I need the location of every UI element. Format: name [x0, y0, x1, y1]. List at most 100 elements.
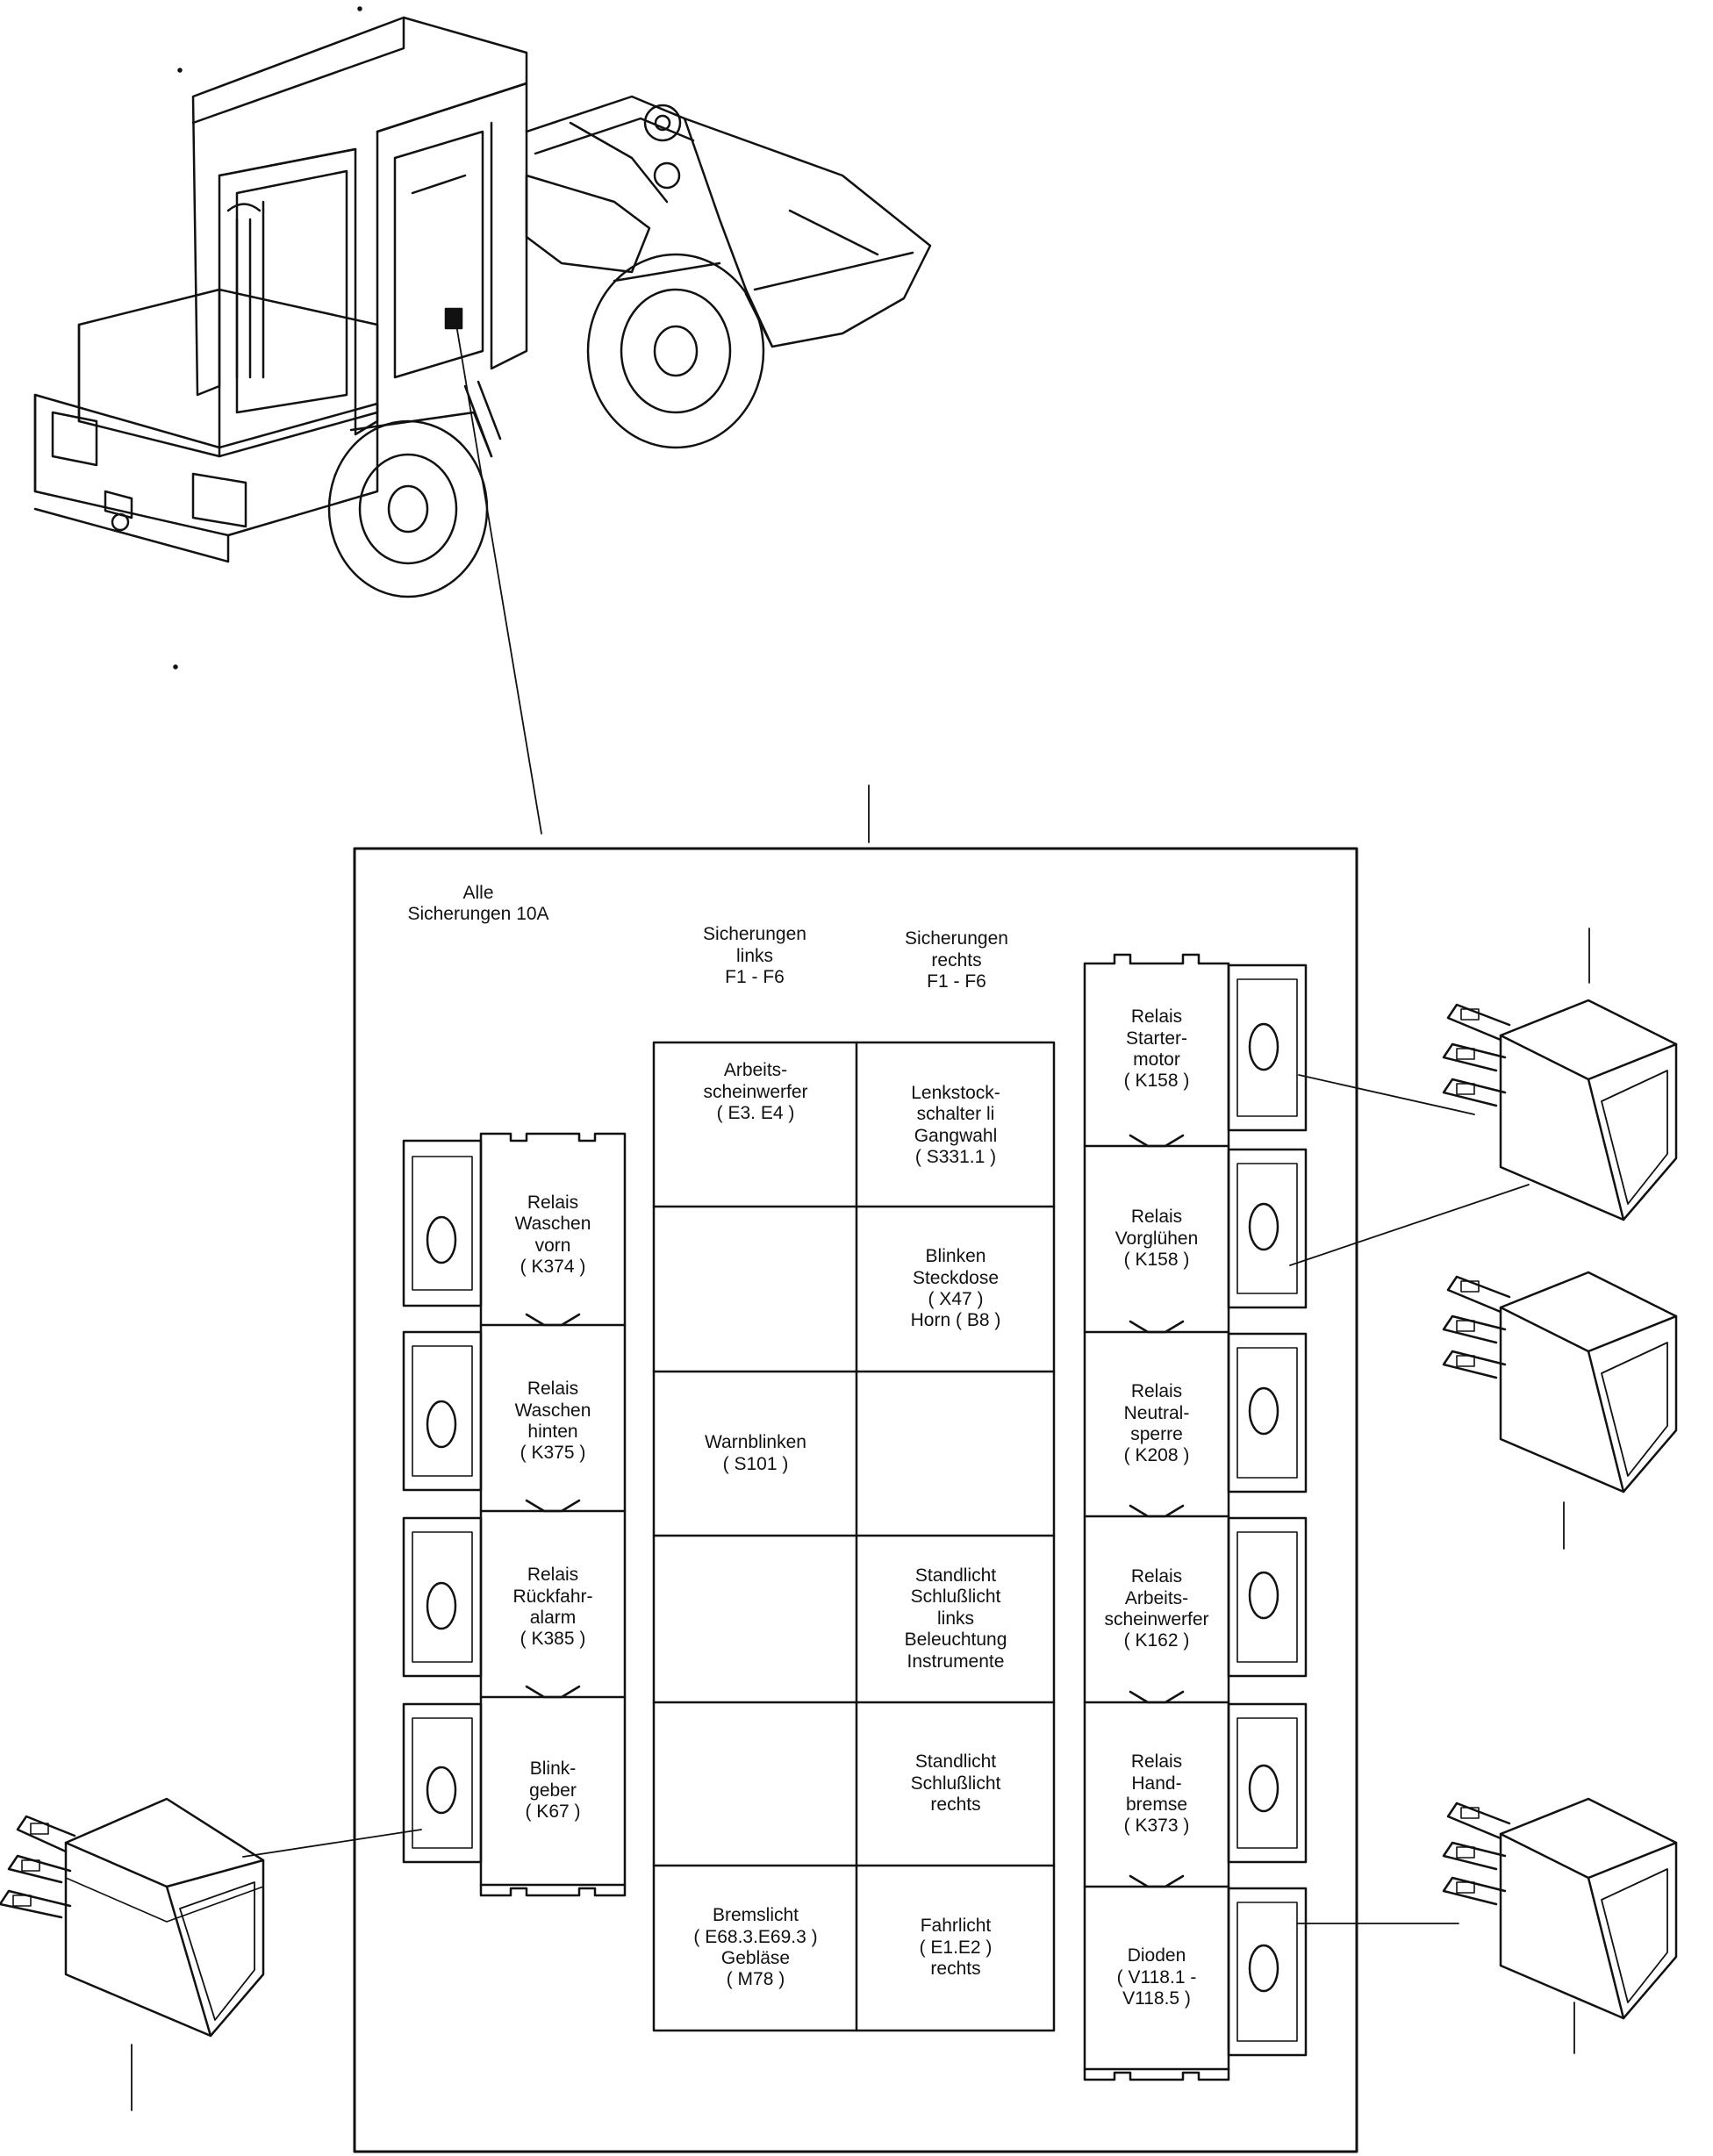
label-line: ( K375 )	[520, 1443, 586, 1464]
label-line: ( E1.E2 )	[919, 1937, 993, 1958]
label-line: Relais	[527, 1379, 579, 1400]
label-line: Waschen	[514, 1400, 591, 1421]
label-line: Gebläse	[720, 1948, 791, 1968]
label-line: ( K158 )	[1123, 1071, 1190, 1092]
label-line: Starter-	[1125, 1028, 1187, 1049]
label-line: Dioden	[1127, 1945, 1186, 1966]
label-line: Sicherungen	[905, 928, 1008, 949]
label-line: Steckdose	[912, 1267, 1000, 1288]
label-line: F1 - F6	[725, 967, 785, 988]
label-line: Alle	[462, 882, 494, 903]
label-line: Hand-	[1131, 1773, 1182, 1794]
fuse-box-frame	[353, 847, 1358, 2153]
label-line: Beleuchtung	[904, 1630, 1007, 1651]
label-line: scheinwerfer	[703, 1081, 808, 1102]
label-line: Relais	[1130, 1566, 1183, 1587]
diodes-v118: Dioden( V118.1 -V118.5 )	[1086, 1890, 1227, 2066]
label-line: Blinken	[925, 1246, 986, 1267]
label-line: ( K208 )	[1123, 1445, 1190, 1466]
label-line: alarm	[529, 1608, 577, 1628]
label-line: Arbeits-	[723, 1060, 788, 1081]
fuse-left-f3: Warnblinken( S101 )	[656, 1373, 856, 1534]
label-line: schalter li	[916, 1104, 995, 1125]
label-line: ( K162 )	[1123, 1630, 1190, 1651]
leader-lines	[131, 324, 1590, 2111]
label-line: rechts	[930, 1794, 981, 1816]
relay-column-left	[402, 1132, 627, 1897]
label-line: ( K374 )	[520, 1256, 586, 1277]
label-line: Lenkstock-	[911, 1082, 1000, 1103]
label-line: ( E68.3.E69.3 )	[693, 1926, 818, 1947]
relay-illustration-2	[1442, 1271, 1678, 1493]
label-line: motor	[1133, 1049, 1180, 1070]
label-line: Warnblinken	[705, 1432, 806, 1453]
label-line: ( V118.1 -	[1116, 1966, 1197, 1988]
label-line: Relais	[1130, 1751, 1183, 1773]
relay-illustration-4	[0, 1797, 265, 2038]
label-line: ( E3. E4 )	[716, 1103, 795, 1124]
label-line: ( K385 )	[520, 1629, 586, 1650]
label-line: links	[936, 1608, 974, 1629]
label-line: Relais	[1130, 1207, 1183, 1228]
label-line: Horn ( B8 )	[910, 1310, 1001, 1331]
label-line: ( X47 )	[928, 1289, 984, 1309]
label-line: Relais	[527, 1192, 579, 1213]
label-line: Blink-	[529, 1758, 577, 1780]
label-line: hinten	[527, 1422, 578, 1442]
label-line: Rückfahr-	[512, 1586, 593, 1607]
label-line: Fahrlicht	[920, 1916, 992, 1937]
label-line: geber	[529, 1780, 577, 1801]
fuse-left-f1: Arbeits-scheinwerfer( E3. E4 )	[656, 1044, 856, 1141]
label-line: scheinwerfer	[1104, 1609, 1209, 1630]
fuse-left-f2	[656, 1208, 856, 1370]
label-line: ( M78 )	[726, 1969, 785, 1990]
label-line: Sicherungen	[703, 924, 806, 945]
label-line: Arbeits-	[1124, 1587, 1189, 1608]
label-line: Standlicht	[914, 1751, 997, 1773]
label-line: Waschen	[514, 1214, 591, 1235]
label-line: Vorglühen	[1115, 1228, 1199, 1249]
wheel-loader-illustration	[33, 6, 932, 670]
label-line: ( S331.1 )	[914, 1146, 997, 1167]
label-line: Bremslicht	[712, 1905, 799, 1926]
fuse-left-f4	[656, 1537, 856, 1701]
label-line: F1 - F6	[927, 971, 986, 992]
fuse-left-f6: Bremslicht( E68.3.E69.3 )Gebläse( M78 )	[656, 1867, 856, 2029]
label-line: vorn	[534, 1235, 571, 1256]
fuse-right-f6: Fahrlicht( E1.E2 )rechts	[858, 1867, 1053, 2029]
label-line: rechts	[930, 1959, 981, 1980]
label-line: Sicherungen 10A	[407, 904, 549, 924]
label-line: Neutral-	[1123, 1402, 1190, 1423]
label-line: V118.5 )	[1122, 1988, 1191, 2009]
relay-illustration-1	[1442, 999, 1678, 1221]
fuse-left-f5	[656, 1704, 856, 1864]
label-line: ( K158 )	[1123, 1250, 1190, 1271]
label-line: rechts	[931, 949, 982, 971]
label-line: Relais	[1130, 1006, 1183, 1028]
fuse-right-f3	[858, 1373, 1053, 1534]
label-line: ( K67 )	[525, 1801, 581, 1823]
relay-column-right	[1083, 953, 1308, 2081]
fuse-grid	[652, 1041, 1056, 2032]
relay-k67: Blink-geber( K67 )	[483, 1708, 623, 1874]
label-line: bremse	[1125, 1794, 1188, 1815]
label-line: ( K373 )	[1123, 1816, 1190, 1837]
label-line: ( S101 )	[722, 1453, 789, 1474]
label-line: sperre	[1130, 1424, 1183, 1444]
label-line: Schlußlicht	[910, 1587, 1001, 1608]
label-line: Relais	[527, 1565, 579, 1586]
